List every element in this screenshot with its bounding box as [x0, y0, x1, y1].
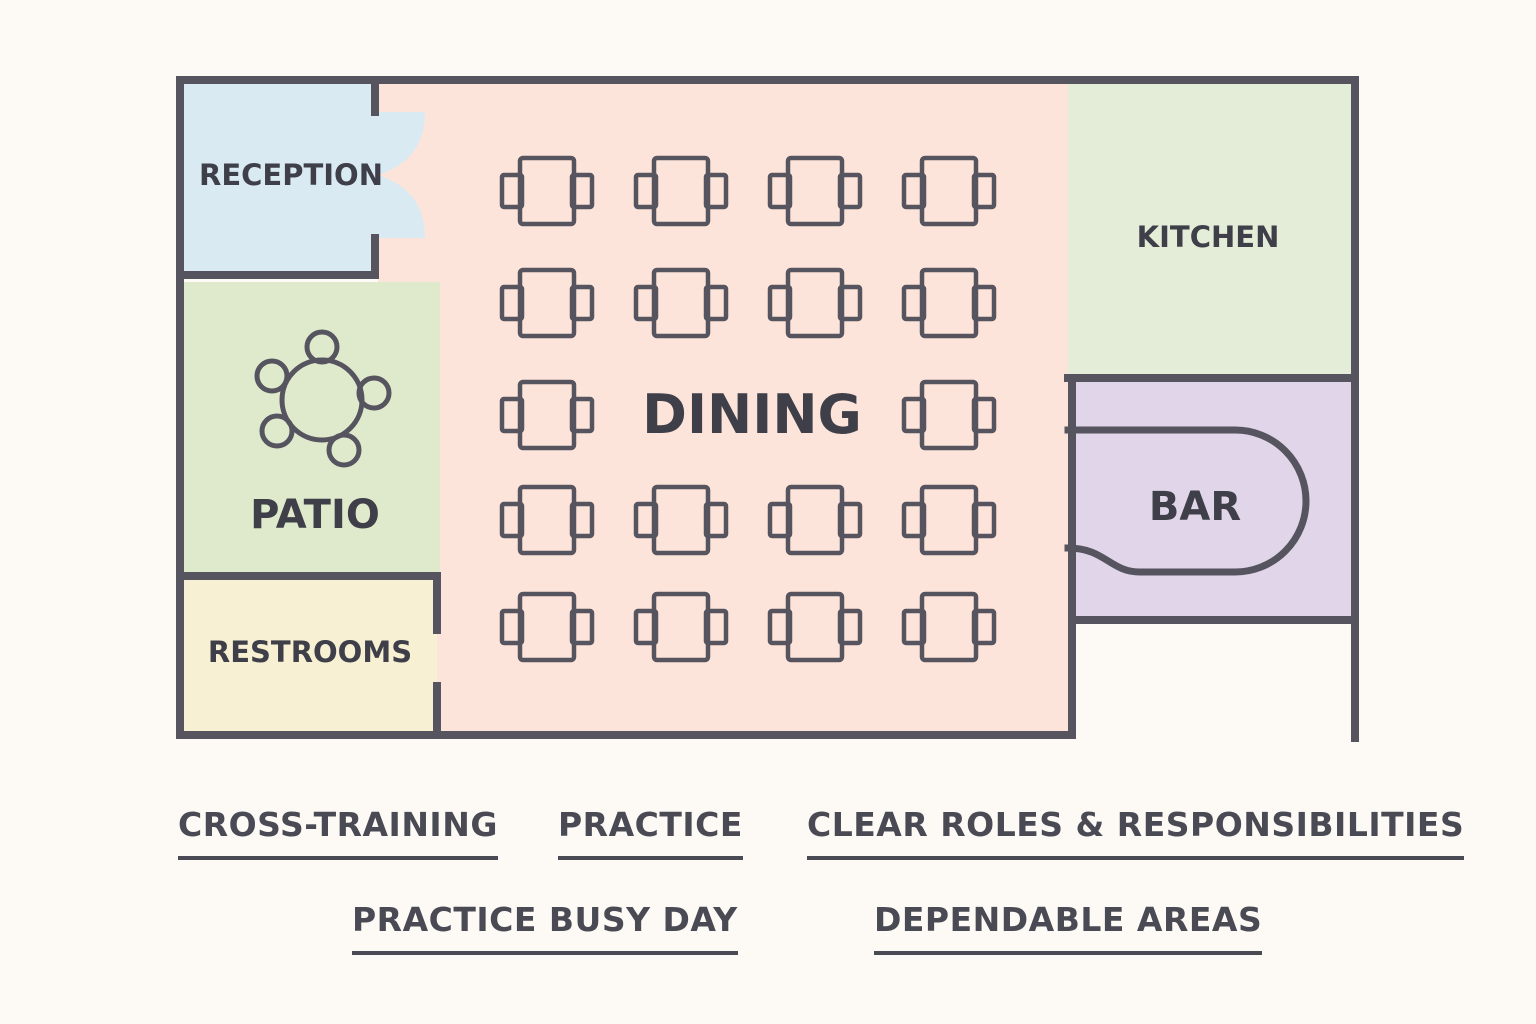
dining-table-icon	[499, 484, 595, 556]
dining-table-icon	[767, 155, 863, 227]
bar-label: BAR	[1149, 484, 1241, 530]
dining-table-icon	[633, 484, 729, 556]
dining-table-icon	[499, 155, 595, 227]
dining-table-icon	[767, 484, 863, 556]
dining-table-icon	[499, 267, 595, 339]
restrooms-label: RESTROOMS	[208, 635, 412, 669]
dining-table-icon	[901, 379, 997, 451]
tag-practice-busy-day: PRACTICE BUSY DAY	[352, 900, 738, 955]
tag-clear-roles: CLEAR ROLES & RESPONSIBILITIES	[807, 805, 1465, 860]
patio-label: PATIO	[250, 492, 380, 538]
dining-table-icon	[633, 155, 729, 227]
dining-area	[378, 84, 1068, 734]
reception-door-icon	[375, 112, 425, 238]
dining-table-icon	[901, 155, 997, 227]
dining-tables	[499, 155, 997, 663]
dining-table-icon	[633, 267, 729, 339]
dining-table-icon	[499, 379, 595, 451]
tag-dependable-areas: DEPENDABLE AREAS	[874, 900, 1263, 955]
tag-cross-training: CROSS-TRAINING	[178, 805, 498, 860]
dining-table-icon	[633, 591, 729, 663]
reception-label: RECEPTION	[199, 158, 383, 192]
dining-table-icon	[499, 591, 595, 663]
dining-label: DINING	[642, 383, 862, 446]
tag-practice: PRACTICE	[558, 805, 743, 860]
walls	[176, 76, 1359, 742]
patio-round-table-icon	[254, 329, 392, 468]
kitchen-label: KITCHEN	[1137, 220, 1280, 254]
dining-table-icon	[767, 267, 863, 339]
restrooms-area	[184, 579, 437, 732]
dining-table-icon	[901, 267, 997, 339]
patio-area	[184, 282, 440, 575]
dining-table-icon	[901, 484, 997, 556]
reception-area	[184, 84, 375, 274]
kitchen-area	[1068, 84, 1352, 376]
dining-table-icon	[901, 591, 997, 663]
dining-table-icon	[767, 591, 863, 663]
